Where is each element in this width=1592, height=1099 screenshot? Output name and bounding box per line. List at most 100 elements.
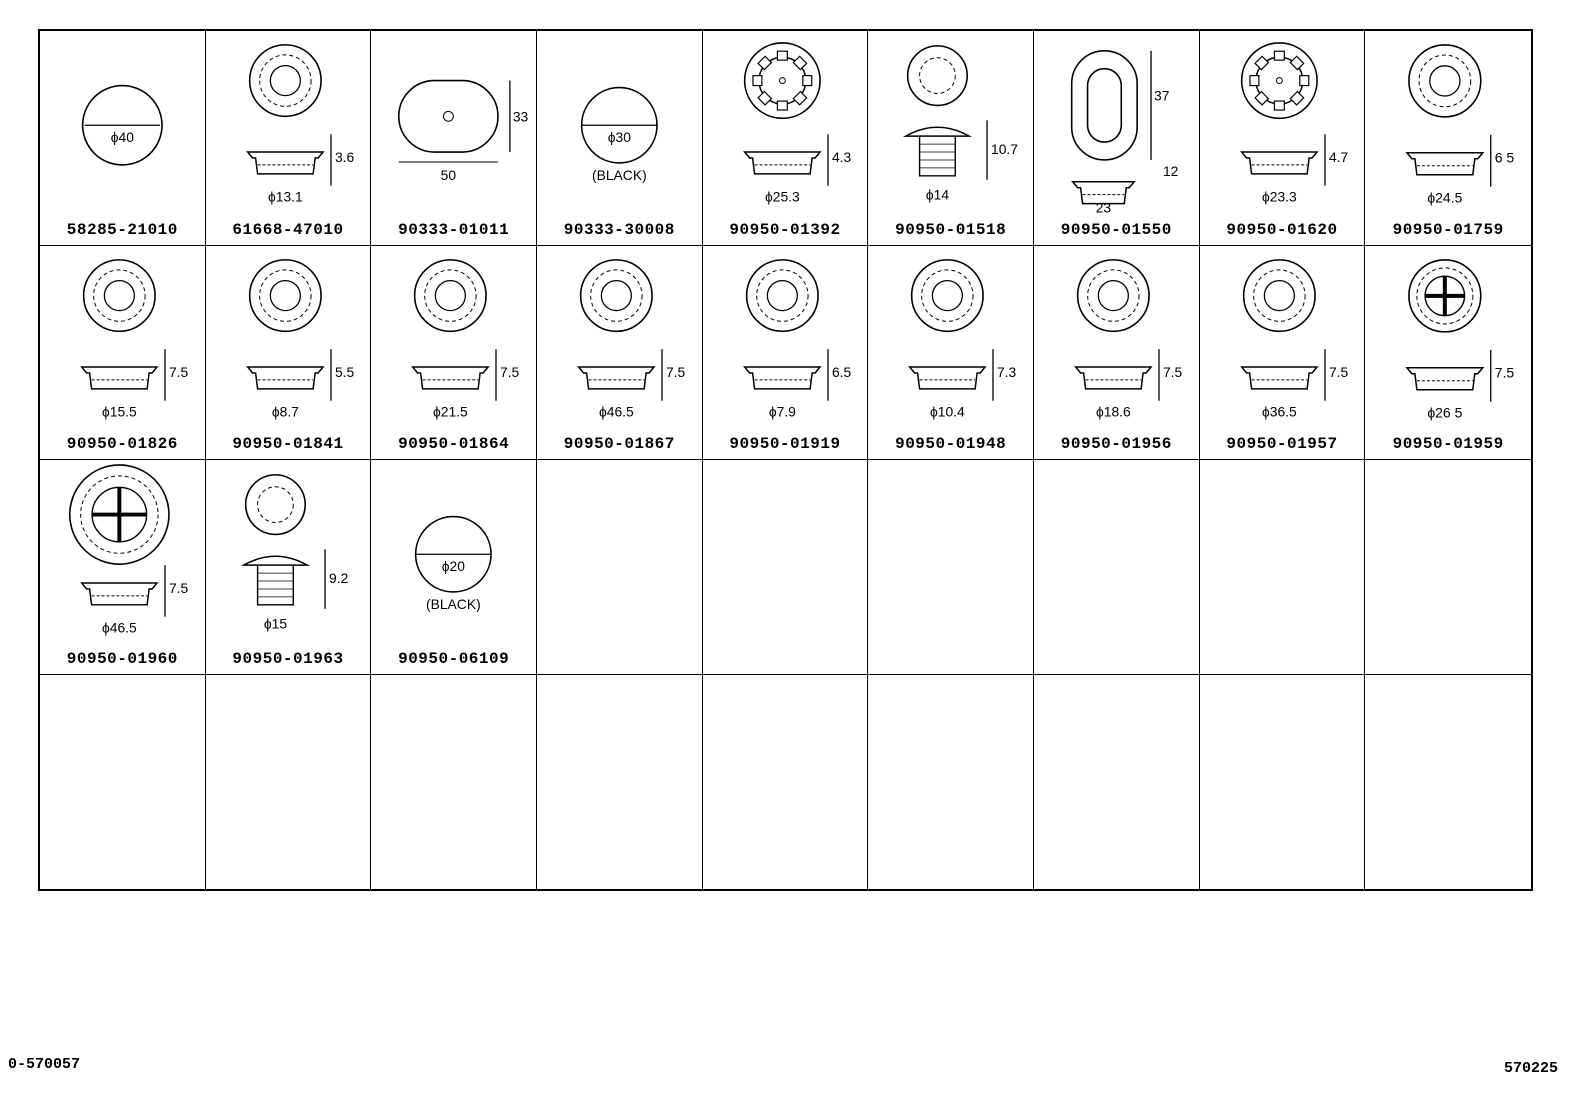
diameter-label: ϕ46.5 bbox=[102, 620, 137, 636]
part-outline bbox=[415, 515, 493, 593]
part-side-profile bbox=[1074, 365, 1153, 390]
part-outline bbox=[81, 84, 163, 166]
empty-cell bbox=[868, 674, 1034, 889]
part-side-profile bbox=[1405, 152, 1485, 176]
height-label: 7.5 bbox=[169, 580, 189, 596]
empty-cell bbox=[537, 460, 703, 675]
empty-cell bbox=[1200, 674, 1366, 889]
empty-cell bbox=[1199, 460, 1366, 675]
part-cell: 7.5 ϕ46.5 90950-01960 bbox=[40, 460, 206, 675]
part-outline bbox=[244, 474, 306, 536]
diameter-label: ϕ14 bbox=[926, 187, 949, 203]
diameter-label: ϕ25.3 bbox=[765, 189, 800, 205]
height-label: 7.5 bbox=[169, 363, 189, 379]
diameter-label: ϕ15.5 bbox=[102, 403, 137, 419]
diagram-id-right: 570225 bbox=[1503, 1060, 1558, 1077]
empty-cell bbox=[702, 460, 869, 675]
part-side-profile bbox=[742, 365, 822, 390]
diameter-label: ϕ8.7 bbox=[271, 403, 298, 419]
part-drawing: 7.5 ϕ15.5 bbox=[80, 258, 189, 419]
diameter-label: ϕ18.6 bbox=[1096, 403, 1131, 419]
part-cell: 4.3 ϕ25.3 90950-01392 bbox=[702, 31, 869, 246]
empty-cell bbox=[537, 674, 703, 889]
height-label: 33 bbox=[513, 108, 529, 124]
part-number: 90950-01841 bbox=[232, 435, 344, 453]
color-note: (BLACK) bbox=[426, 596, 481, 612]
part-outline bbox=[907, 45, 969, 107]
part-side-profile bbox=[1239, 151, 1319, 175]
part-side-profile bbox=[1405, 366, 1485, 390]
part-drawing: 7.5 ϕ36.5 bbox=[1239, 258, 1349, 419]
part-number: 90950-01864 bbox=[398, 435, 510, 453]
diagram-id-left: 0-570057 bbox=[8, 1056, 81, 1073]
part-number: 58285-21010 bbox=[66, 220, 178, 239]
part-number: 90950-01518 bbox=[895, 220, 1007, 239]
diameter-label: ϕ20 bbox=[442, 558, 465, 574]
color-note: (BLACK) bbox=[592, 167, 647, 183]
part-number: 90950-01957 bbox=[1226, 435, 1338, 453]
part-outline bbox=[1408, 44, 1482, 118]
part-number: 90950-01956 bbox=[1060, 435, 1172, 453]
diameter-label: 23 bbox=[1096, 200, 1112, 216]
part-side-profile bbox=[245, 151, 325, 175]
height-label: 6.5 bbox=[832, 363, 852, 379]
part-side-profile bbox=[80, 365, 159, 390]
part-number: 90950-01960 bbox=[66, 649, 178, 668]
part-number: 90950-01948 bbox=[895, 435, 1007, 453]
part-number: 90950-01620 bbox=[1226, 220, 1338, 239]
part-outline bbox=[248, 44, 322, 118]
empty-cell bbox=[1034, 460, 1200, 675]
height-label: 7.5 bbox=[1163, 363, 1183, 379]
height-label: 4.3 bbox=[832, 149, 852, 165]
part-outline bbox=[743, 42, 821, 120]
height-label: 7.5 bbox=[666, 363, 686, 379]
part-cell: ϕ20 (BLACK) 90950-06109 bbox=[371, 460, 537, 675]
part-number: 61668-47010 bbox=[232, 220, 344, 239]
diameter-label: ϕ26 5 bbox=[1428, 404, 1463, 420]
height-label: 10.7 bbox=[991, 141, 1018, 157]
part-side-profile bbox=[577, 365, 656, 390]
part-outline bbox=[1070, 50, 1138, 161]
part-outline bbox=[398, 79, 500, 153]
part-cell: ϕ30(BLACK)90333-30008 bbox=[537, 31, 703, 246]
part-outline bbox=[1076, 258, 1150, 332]
part-side-profile bbox=[742, 151, 822, 175]
part-outline bbox=[68, 464, 170, 565]
part-outline bbox=[745, 258, 819, 332]
part-number: 90950-01759 bbox=[1392, 220, 1504, 239]
diameter-label: ϕ40 bbox=[111, 129, 134, 145]
part-number: 90950-01919 bbox=[729, 435, 841, 453]
part-outline bbox=[911, 258, 985, 332]
part-number: 90950-01392 bbox=[729, 220, 841, 239]
height-label: 7.3 bbox=[997, 363, 1017, 379]
part-number: 90333-30008 bbox=[563, 220, 675, 239]
part-outline bbox=[248, 258, 322, 332]
part-side-profile bbox=[411, 365, 490, 390]
height-label: 12 bbox=[1163, 163, 1179, 179]
diameter-label: ϕ36.5 bbox=[1262, 403, 1297, 419]
empty-cell bbox=[868, 460, 1034, 675]
empty-cell bbox=[371, 674, 537, 889]
part-number: 90950-01963 bbox=[232, 649, 344, 668]
empty-cell bbox=[40, 674, 206, 889]
height-label: 7.5 bbox=[1495, 364, 1515, 380]
part-number: 90950-06109 bbox=[398, 649, 510, 668]
height-label: 7.5 bbox=[1329, 363, 1349, 379]
part-cell: 7.5 ϕ18.6 90950-01956 bbox=[1034, 245, 1200, 460]
part-number: 90950-01550 bbox=[1060, 220, 1172, 239]
